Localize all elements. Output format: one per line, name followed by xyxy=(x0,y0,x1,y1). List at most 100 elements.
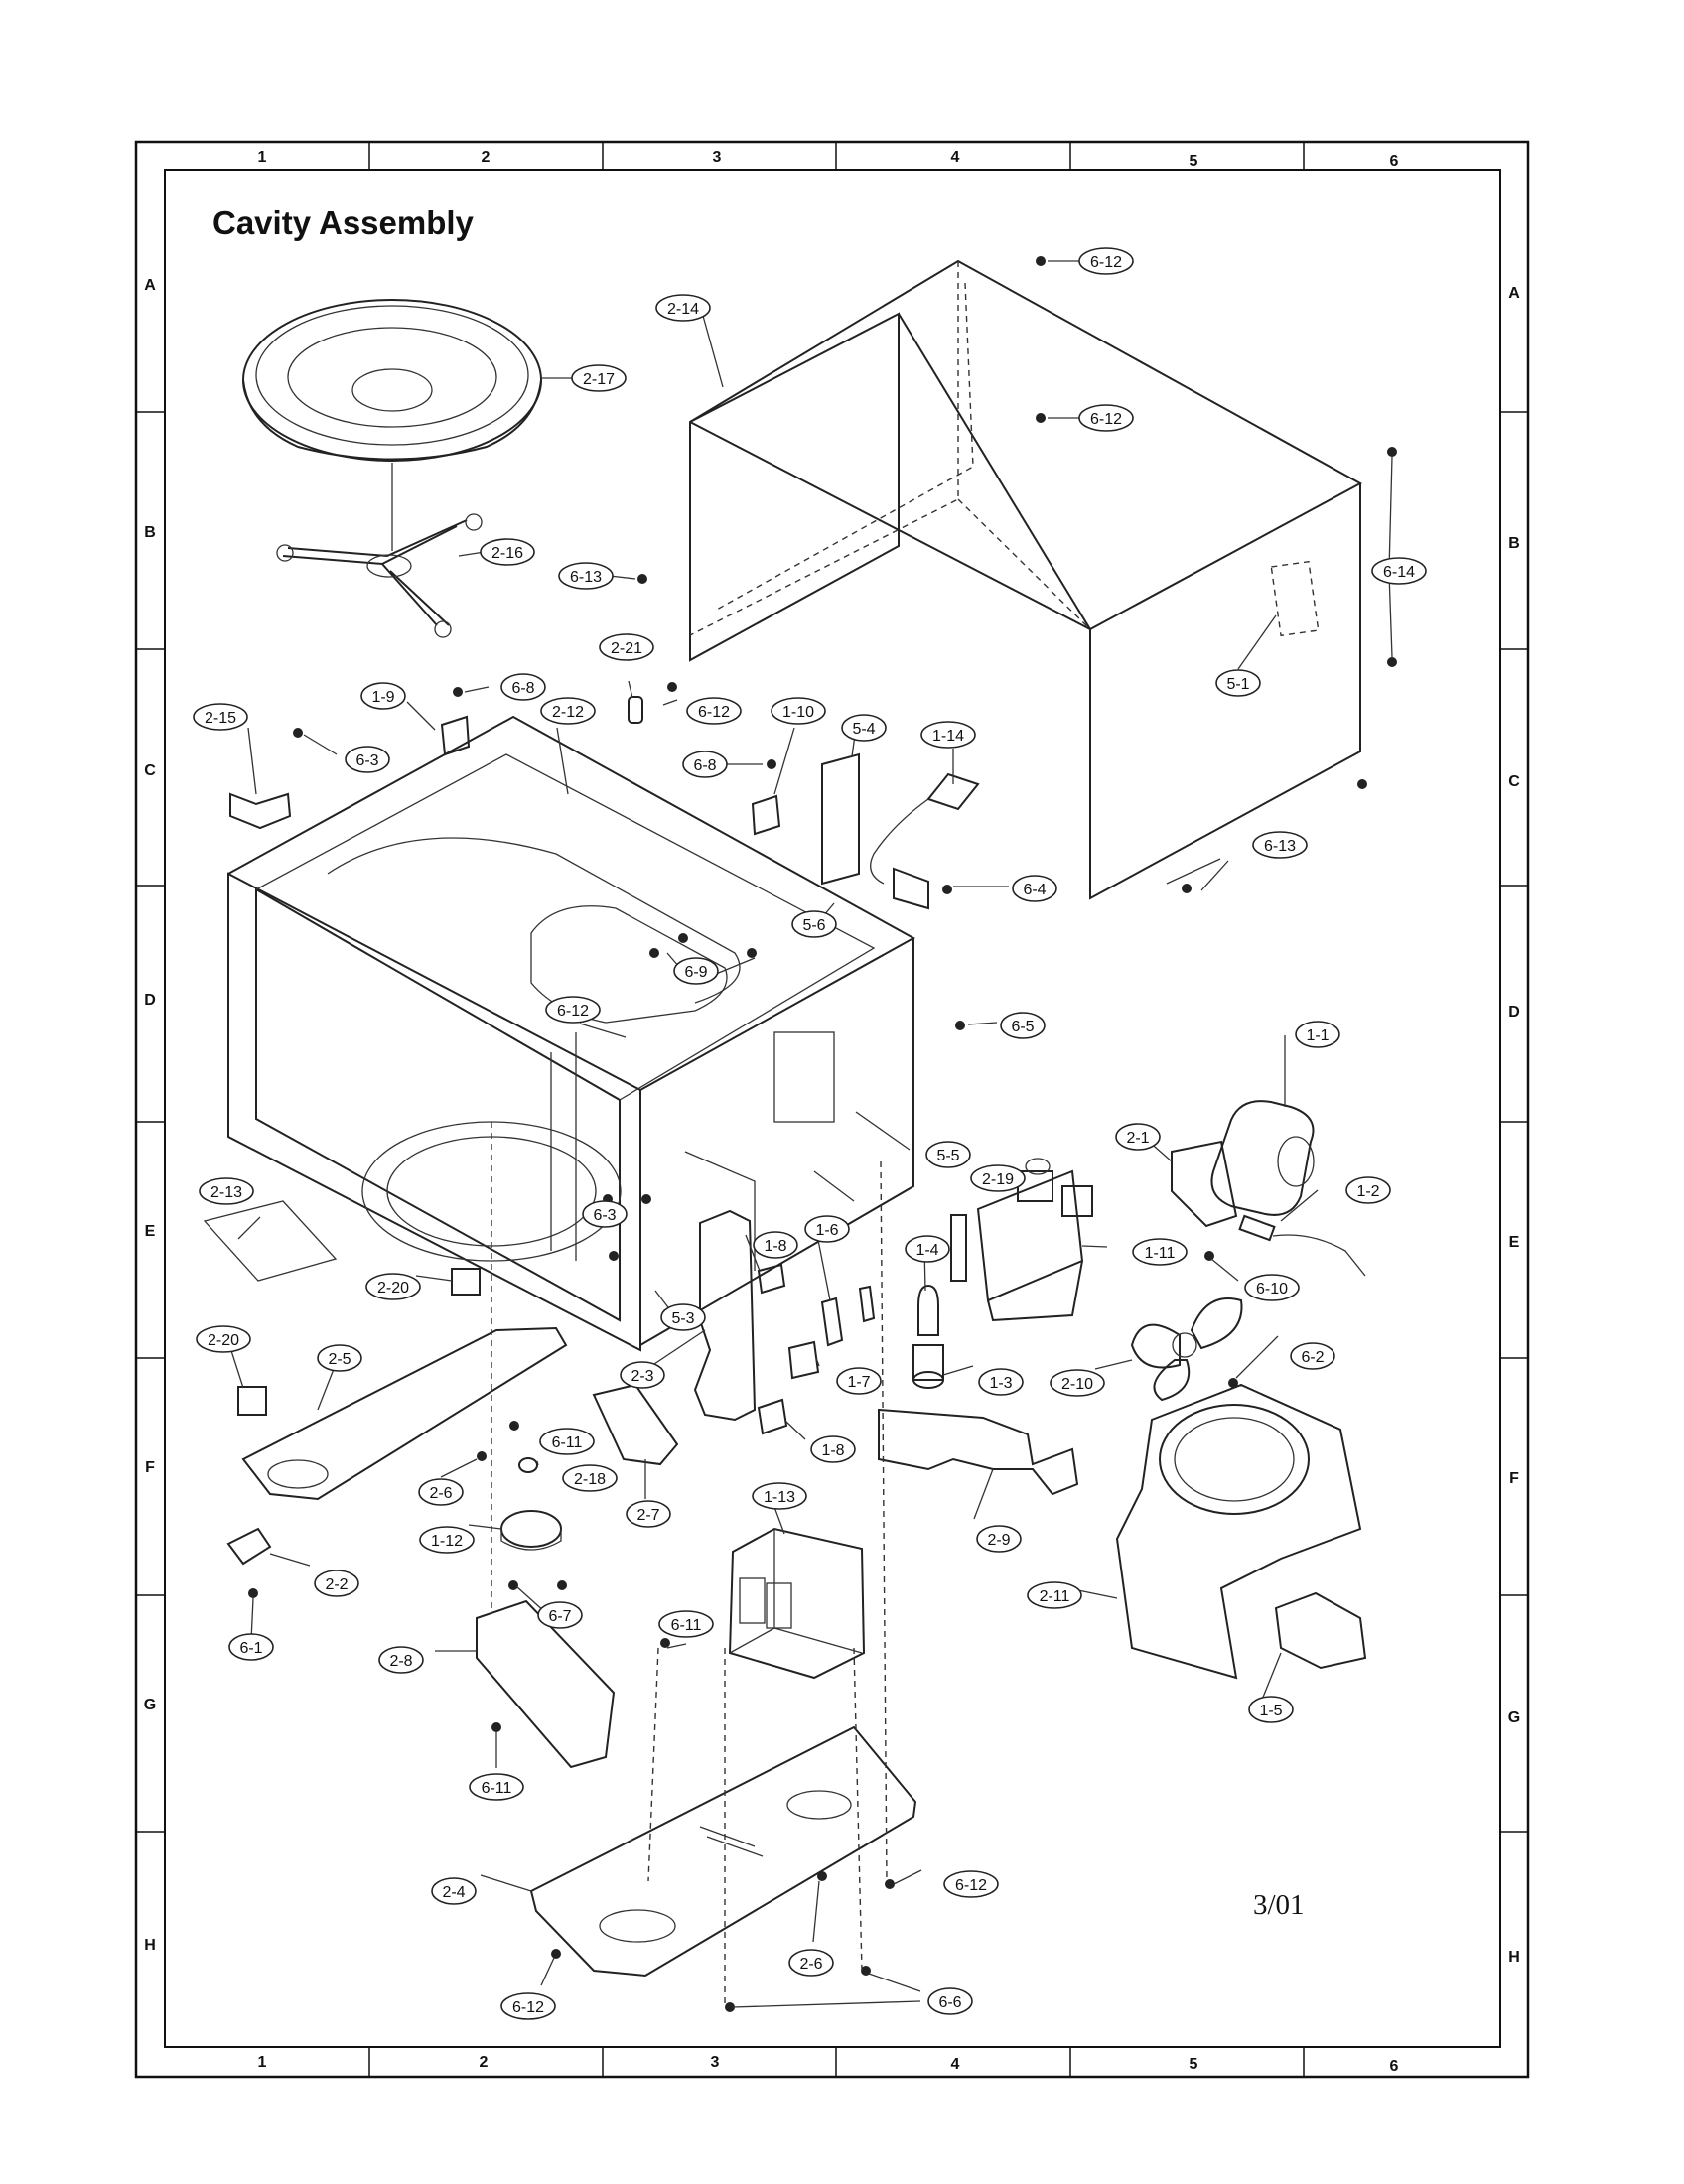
callout-5-5: 5-5 xyxy=(925,1141,971,1168)
callout-1-2: 1-2 xyxy=(1345,1176,1391,1204)
grid-col-label: 4 xyxy=(951,2056,960,2073)
page-title: Cavity Assembly xyxy=(212,205,475,241)
callout-5-4: 5-4 xyxy=(841,714,887,742)
callout-label: 5-4 xyxy=(852,721,875,738)
callout-balloon xyxy=(537,1601,583,1629)
callout-label: 2-3 xyxy=(631,1368,653,1385)
callout-6-13: 6-13 xyxy=(1252,831,1308,859)
callout-label: 6-11 xyxy=(482,1780,512,1797)
callout-balloon xyxy=(1050,1369,1105,1397)
grid-row-label: H xyxy=(144,1937,156,1954)
callout-balloon xyxy=(1244,1274,1300,1301)
callout-label: 2-6 xyxy=(799,1956,822,1973)
grid-row-label: D xyxy=(144,992,156,1009)
callout-6-14: 6-14 xyxy=(1371,557,1427,585)
callout-label: 6-12 xyxy=(557,1003,589,1020)
grid-row-label: G xyxy=(144,1697,156,1713)
pin-2-21 xyxy=(628,696,643,724)
grid-rows-left: A B C D E F G H xyxy=(144,277,156,1954)
callout-label: 2-4 xyxy=(442,1884,465,1901)
callout-balloon xyxy=(418,1478,464,1506)
grid-row-label: A xyxy=(144,277,156,294)
callout-2-6: 2-6 xyxy=(418,1478,464,1506)
callout-2-14: 2-14 xyxy=(655,294,711,322)
latch-board xyxy=(693,1209,757,1422)
grid-row-label: H xyxy=(1508,1949,1520,1966)
column-ticks xyxy=(368,142,1305,2077)
callout-balloon xyxy=(365,1273,421,1300)
turntable-tray xyxy=(242,299,542,462)
channel-2-8 xyxy=(476,1599,616,1769)
callout-balloon xyxy=(927,1987,973,2015)
callout-2-6: 2-6 xyxy=(788,1949,834,1977)
callout-6-3: 6-3 xyxy=(345,746,390,773)
callout-1-1: 1-1 xyxy=(1295,1021,1340,1048)
callout-6-7: 6-7 xyxy=(537,1601,583,1629)
block-2-20-b xyxy=(237,1386,267,1416)
callout-balloon xyxy=(905,1235,950,1263)
callout-balloon xyxy=(620,1361,665,1389)
callout-2-3: 2-3 xyxy=(620,1361,665,1389)
power-cord xyxy=(870,772,980,885)
grid-row-label: B xyxy=(144,524,156,541)
callout-balloon xyxy=(791,910,837,938)
callout-2-7: 2-7 xyxy=(626,1500,671,1528)
grid-row-label: G xyxy=(1508,1709,1520,1726)
callout-2-12: 2-12 xyxy=(540,697,596,725)
callout-label: 6-13 xyxy=(1264,838,1296,855)
grid-rows-right: A B C D E F G H xyxy=(1508,285,1520,1966)
callout-label: 2-5 xyxy=(328,1351,351,1368)
grid-col-label: 1 xyxy=(258,2054,267,2071)
coupler xyxy=(518,1457,538,1473)
callout-balloon xyxy=(682,751,728,778)
callout-balloon xyxy=(582,1200,628,1228)
callout-label: 1-8 xyxy=(821,1442,844,1459)
callout-balloon xyxy=(193,703,248,731)
callout-label: 1-14 xyxy=(932,728,964,745)
callout-balloon xyxy=(1132,1238,1188,1266)
callout-label: 1-1 xyxy=(1306,1027,1329,1044)
callout-2-8: 2-8 xyxy=(378,1646,424,1674)
callout-balloon xyxy=(1078,247,1134,275)
callout-label: 2-20 xyxy=(377,1280,409,1297)
callout-balloon xyxy=(925,1141,971,1168)
grid-col-label: 1 xyxy=(258,149,267,166)
callout-balloon xyxy=(1290,1342,1335,1370)
grid-row-label: D xyxy=(1508,1004,1520,1021)
callout-label: 2-6 xyxy=(429,1485,452,1502)
callout-6-6: 6-6 xyxy=(927,1987,973,2015)
callout-balloon xyxy=(660,1303,706,1331)
roller-support xyxy=(276,463,483,638)
callout-label: 1-10 xyxy=(782,704,814,721)
callout-balloon xyxy=(196,1325,251,1353)
callout-6-12: 6-12 xyxy=(1078,247,1134,275)
grid-columns-bottom: 1 2 3 4 5 6 xyxy=(258,2054,1399,2075)
callout-balloon xyxy=(469,1773,524,1801)
callout-label: 2-12 xyxy=(552,704,584,721)
callout-2-9: 2-9 xyxy=(976,1525,1022,1553)
grid-col-label: 4 xyxy=(951,149,960,166)
callout-6-12: 6-12 xyxy=(686,697,742,725)
callout-label: 2-16 xyxy=(491,545,523,562)
callout-label: 6-3 xyxy=(355,752,378,769)
callout-balloon xyxy=(810,1435,856,1463)
callout-label: 6-12 xyxy=(1090,254,1122,271)
callout-label: 2-9 xyxy=(987,1532,1010,1549)
callout-1-8: 1-8 xyxy=(753,1231,798,1259)
callout-balloon xyxy=(540,697,596,725)
callout-balloon xyxy=(571,364,627,392)
callout-1-7: 1-7 xyxy=(836,1367,882,1395)
callout-2-21: 2-21 xyxy=(599,633,654,661)
callout-label: 1-2 xyxy=(1356,1183,1379,1200)
callout-balloon xyxy=(599,633,654,661)
outer-border xyxy=(134,140,1530,2079)
callout-1-8: 1-8 xyxy=(810,1435,856,1463)
callout-label: 6-11 xyxy=(671,1617,702,1634)
callout-balloon xyxy=(1371,557,1427,585)
callout-2-4: 2-4 xyxy=(431,1877,477,1905)
callout-label: 1-6 xyxy=(815,1222,838,1239)
bracket-2-15 xyxy=(229,792,292,830)
callout-2-2: 2-2 xyxy=(314,1570,359,1597)
callout-6-11: 6-11 xyxy=(539,1428,595,1455)
